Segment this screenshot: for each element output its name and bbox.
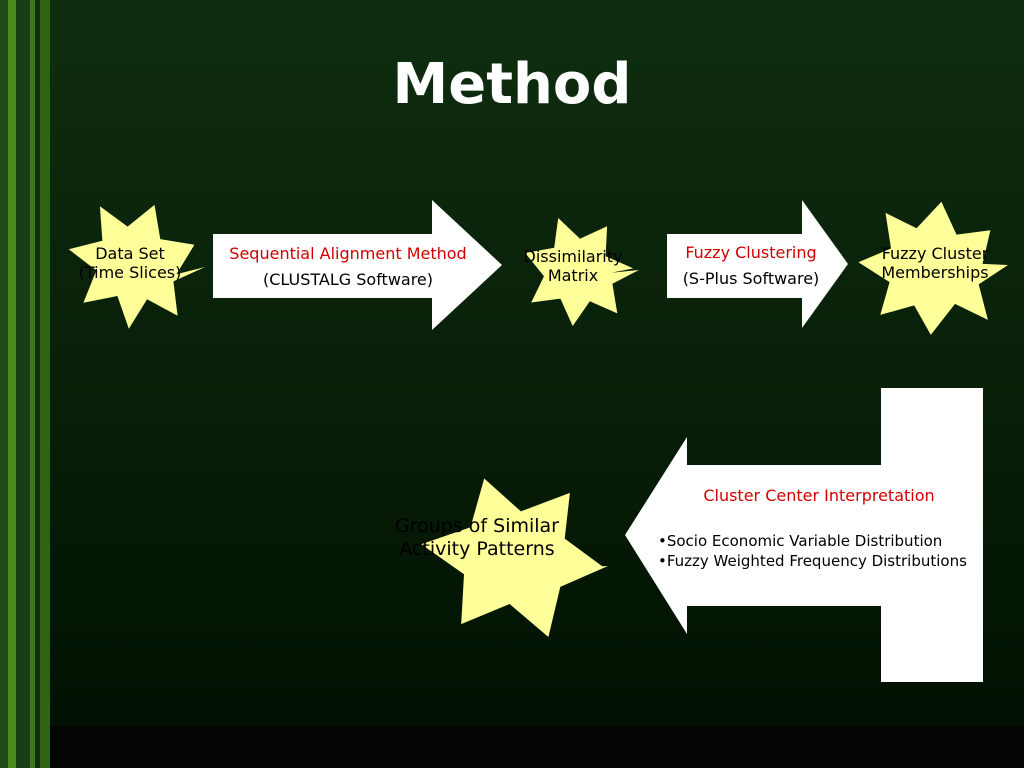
starburst-dissimilarity bbox=[525, 218, 639, 326]
memberships-line1: Fuzzy Cluster bbox=[881, 244, 989, 263]
dissimilarity-line1: Dissimilarity bbox=[523, 247, 623, 266]
data-set-label: Data Set (Time Slices) bbox=[68, 244, 192, 282]
sequential-alignment-title: Sequential Alignment Method bbox=[229, 244, 467, 263]
arrow-fuzzy-clustering bbox=[667, 200, 848, 328]
cluster-center-interpretation-title: Cluster Center Interpretation bbox=[703, 486, 935, 505]
splus-software-subtitle: (S-Plus Software) bbox=[682, 268, 820, 288]
bottom-band bbox=[0, 726, 1024, 768]
interpretation-bullet-list: •Socio Economic Variable Distribution •F… bbox=[658, 531, 988, 572]
memberships-line2: Memberships bbox=[881, 263, 989, 283]
starburst-memberships bbox=[858, 201, 1008, 335]
fuzzy-clustering-label: Fuzzy Clustering (S-Plus Software) bbox=[666, 240, 836, 291]
groups-line1: Groups of Similar bbox=[395, 515, 559, 537]
groups-line2: Activity Patterns bbox=[399, 537, 555, 560]
starburst-groups bbox=[421, 478, 608, 637]
fuzzy-cluster-memberships-label: Fuzzy Cluster Memberships bbox=[868, 244, 1002, 282]
data-set-line2: (Time Slices) bbox=[78, 263, 182, 283]
starburst-data-set bbox=[68, 204, 205, 329]
fuzzy-clustering-title: Fuzzy Clustering bbox=[685, 243, 817, 262]
bullet-fuzzy-weighted: •Fuzzy Weighted Frequency Distributions bbox=[658, 552, 967, 571]
groups-of-similar-activity-label: Groups of Similar Activity Patterns bbox=[378, 515, 576, 561]
dissimilarity-matrix-label: Dissimilarity Matrix bbox=[512, 247, 634, 285]
sequential-alignment-label: Sequential Alignment Method (CLUSTALG So… bbox=[213, 241, 483, 292]
slide-title: Method bbox=[392, 52, 632, 117]
arrow-sequential-alignment bbox=[213, 200, 502, 330]
arrow-cluster-interpretation bbox=[625, 388, 983, 682]
data-set-line1: Data Set bbox=[95, 244, 165, 263]
clustalg-software-subtitle: (CLUSTALG Software) bbox=[262, 269, 434, 289]
dissimilarity-line2: Matrix bbox=[547, 266, 599, 286]
sidebar-stripes bbox=[0, 0, 50, 768]
bullet-socio-economic: •Socio Economic Variable Distribution bbox=[658, 532, 943, 550]
